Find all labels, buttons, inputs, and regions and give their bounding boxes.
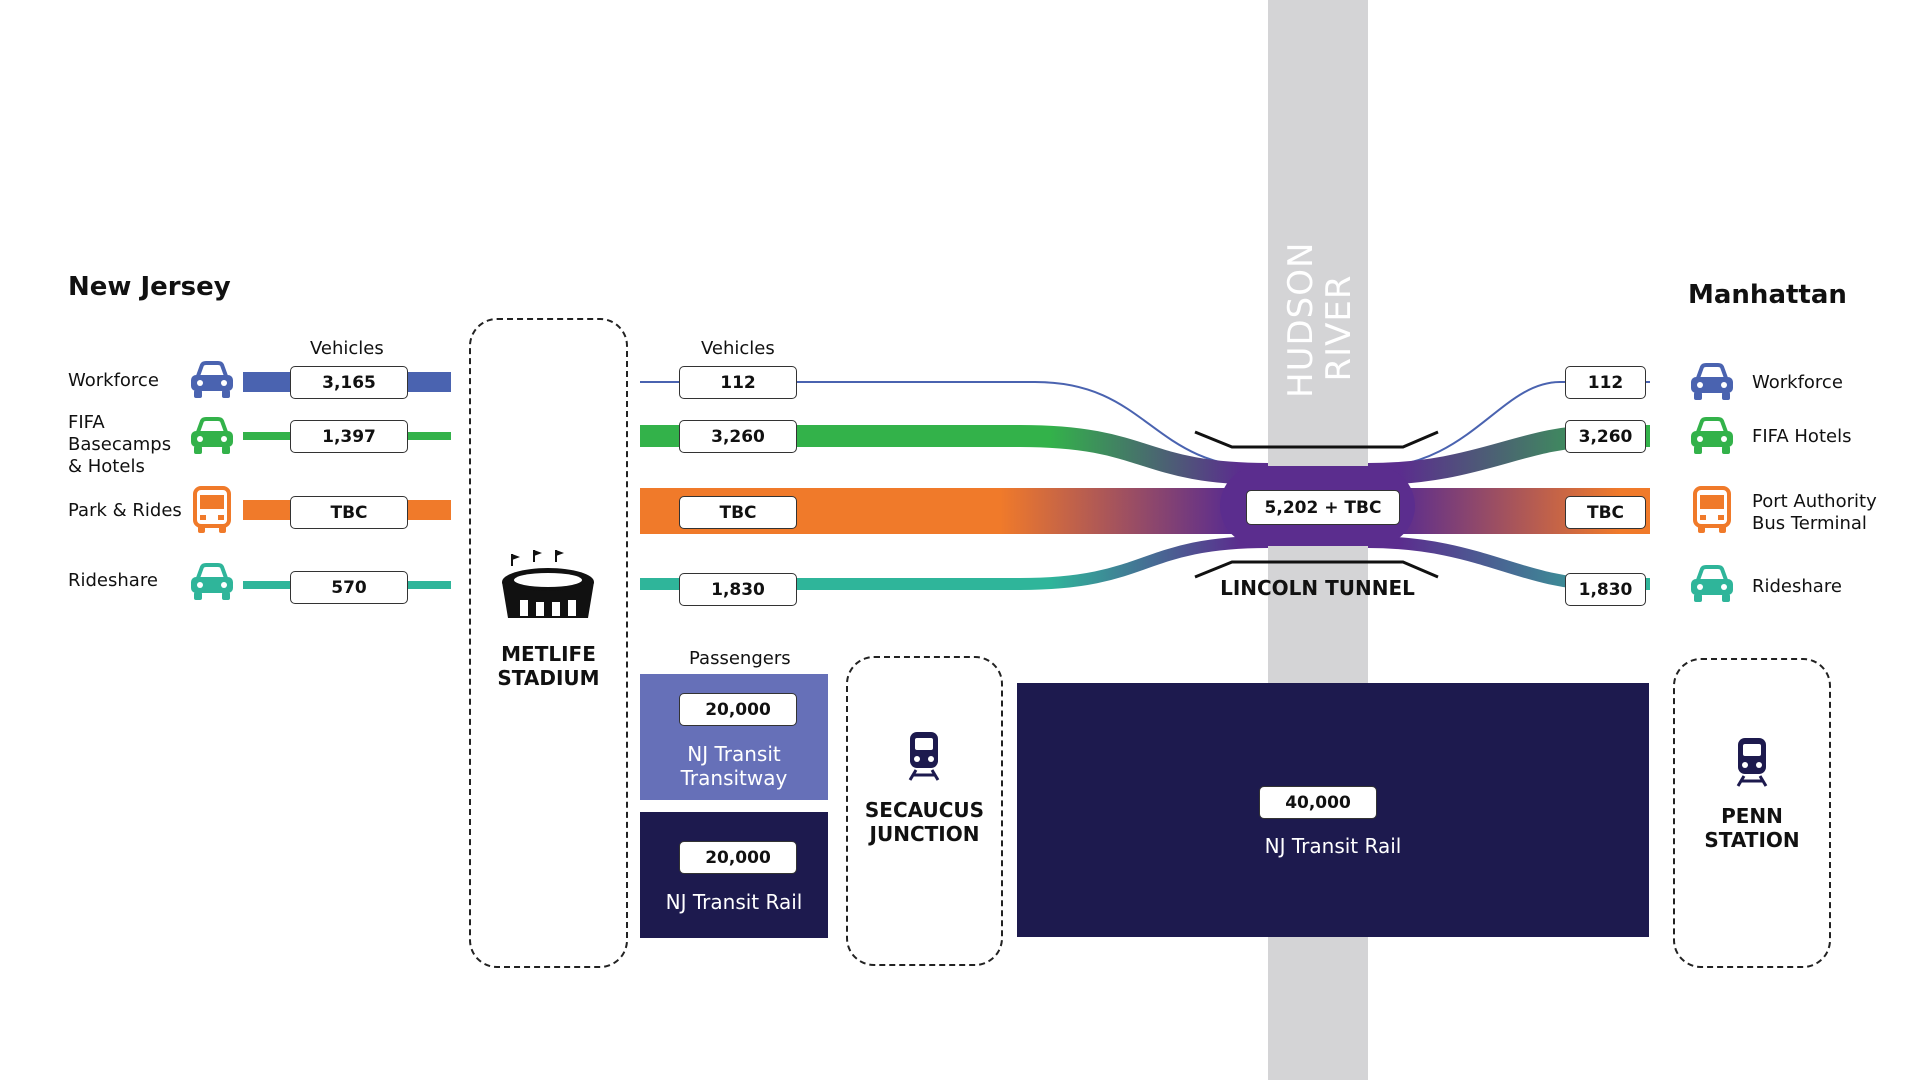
tunnel-portal-top <box>1194 430 1439 449</box>
nj-label-workforce: Workforce <box>68 370 159 391</box>
bus-icon <box>193 486 231 533</box>
tunnel-name: LINCOLN TUNNEL <box>1220 576 1415 600</box>
mid-value-workforce: 112 <box>679 366 797 399</box>
nj-value-park: TBC <box>290 496 408 529</box>
flow-rideshare <box>640 536 1269 590</box>
mh-value-rideshare: 1,830 <box>1565 573 1646 606</box>
mh-value-bus: TBC <box>1565 496 1646 529</box>
nj-label-park: Park & Rides <box>68 500 182 521</box>
secaucus-station-box <box>846 656 1003 966</box>
col-header-passengers: Passengers <box>689 648 791 669</box>
nj-rail-main-value: 40,000 <box>1259 786 1377 819</box>
car-icon <box>1691 417 1733 454</box>
car-icon <box>191 361 233 398</box>
nj-rail-left-value: 20,000 <box>679 841 797 874</box>
nj-value-rideshare: 570 <box>290 571 408 604</box>
mid-value-fifa: 3,260 <box>679 420 797 453</box>
car-icon <box>191 417 233 454</box>
nj-value-fifa: 1,397 <box>290 420 408 453</box>
mh-value-fifa: 3,260 <box>1565 420 1646 453</box>
transitway-value: 20,000 <box>679 693 797 726</box>
river-label-line1: HUDSON <box>1281 241 1321 398</box>
bus-icon <box>1693 486 1731 533</box>
col-header-mid-vehicles: Vehicles <box>701 338 775 359</box>
tunnel-value: 5,202 + TBC <box>1246 490 1400 525</box>
mid-value-rideshare: 1,830 <box>679 573 797 606</box>
mid-value-bus: TBC <box>679 496 797 529</box>
tunnel-portal-bottom <box>1194 560 1439 579</box>
river-label: HUDSON RIVER <box>1260 242 1380 398</box>
nj-rail-block-left <box>640 812 828 938</box>
transitway-label: NJ Transit Transitway <box>680 742 788 790</box>
secaucus-station-name: SECAUCUS JUNCTION <box>864 798 985 846</box>
metlife-station-box <box>469 318 628 968</box>
stadium-icon <box>502 550 594 618</box>
nj-rail-main-label: NJ Transit Rail <box>1264 834 1402 858</box>
flow-fifa <box>640 425 1269 485</box>
nj-label-rideshare: Rideshare <box>68 570 158 591</box>
mh-label-fifa: FIFA Hotels <box>1752 426 1852 447</box>
car-icon <box>1691 363 1733 400</box>
mh-label-workforce: Workforce <box>1752 372 1843 393</box>
mh-label-rideshare: Rideshare <box>1752 576 1842 597</box>
nj-label-fifa: FIFA Basecamps & Hotels <box>68 412 172 477</box>
metlife-station-name: METLIFE STADIUM <box>497 642 600 690</box>
penn-station-box <box>1673 658 1831 968</box>
penn-station-name: PENN STATION <box>1704 804 1800 852</box>
car-icon <box>191 563 233 600</box>
mh-value-workforce: 112 <box>1565 366 1646 399</box>
nj-value-workforce: 3,165 <box>290 366 408 399</box>
train-icon <box>1736 738 1768 787</box>
region-title-nj: New Jersey <box>68 272 231 302</box>
train-icon <box>908 732 940 781</box>
region-title-manhattan: Manhattan <box>1688 280 1847 310</box>
nj-rail-left-label: NJ Transit Rail <box>665 890 803 914</box>
car-icon <box>1691 565 1733 602</box>
river-label-line2: RIVER <box>1319 274 1359 382</box>
col-header-left-vehicles: Vehicles <box>310 338 384 359</box>
mh-label-bus: Port Authority Bus Terminal <box>1752 491 1877 534</box>
